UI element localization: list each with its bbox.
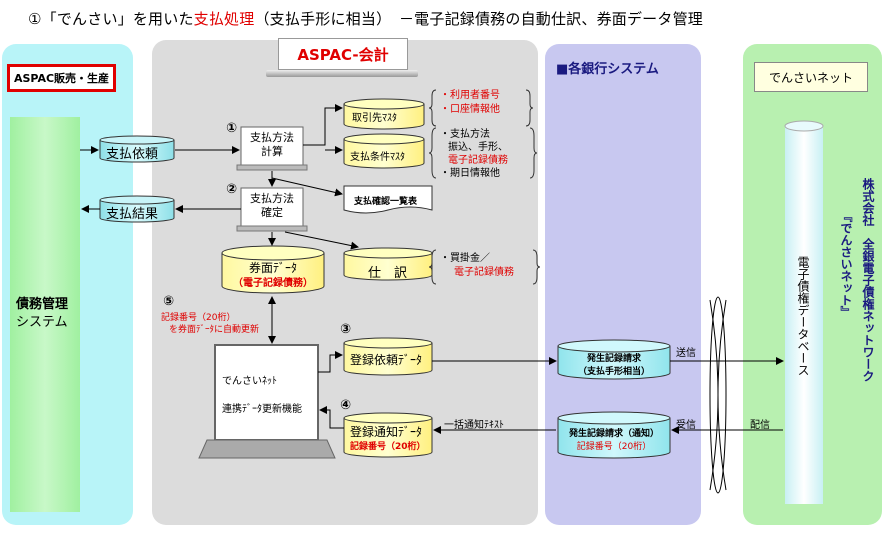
step5-number: ⑤: [163, 294, 175, 309]
laptop-label: でんさいﾈｯﾄ 連携ﾃﾞｰﾀ更新機能: [222, 368, 302, 424]
arrow-step2-to-journal: [284, 231, 359, 250]
pay-result-cylinder: [99, 195, 175, 223]
journal-bracket-r: [532, 249, 541, 285]
bank-title: ■各銀行システム: [556, 62, 659, 77]
deliver-label: 配信: [750, 420, 770, 431]
laptop: [198, 344, 336, 459]
step2-label: 支払方法 確定: [246, 192, 298, 220]
laptop-line2: 連携ﾃﾞｰﾀ更新機能: [222, 404, 302, 415]
bank-notice-cylinder: [557, 411, 671, 459]
confirm-list-label: 支払確認一覧表: [354, 197, 418, 207]
payterm-bracket-r: [529, 127, 538, 179]
arrow-step1-to-masters: [303, 104, 343, 146]
vendor-bracket: [428, 89, 437, 127]
payterm-bracket: [428, 127, 437, 179]
confirm-list-doc: [343, 185, 433, 214]
journal-cylinder: [343, 247, 433, 281]
face-data-cylinder: [221, 245, 325, 294]
debt-system-line2: システム: [16, 315, 68, 330]
debt-system-box: [10, 117, 80, 512]
step1-monitor: [236, 126, 308, 171]
payterm-note1: ・支払方法: [440, 129, 490, 140]
reg-request-label: 登録依頼ﾃﾞｰﾀ: [350, 353, 423, 367]
journal-bracket: [428, 249, 437, 285]
step4-number: ④: [340, 398, 352, 413]
densai-db-label: 電子債権データベース: [796, 256, 810, 376]
step1-line1: 支払方法: [250, 131, 294, 144]
densai-db-column: [785, 126, 823, 504]
journal-note1: ・買掛金／: [440, 253, 490, 264]
debt-system-line1: 債務管理: [16, 297, 69, 312]
densai-org-line1: 株式会社 全銀電子債権ネットワーク: [861, 178, 875, 382]
densai-org-line2: 『でんさいネット』: [839, 210, 853, 318]
step2-line2: 確定: [261, 206, 283, 219]
reg-notice-line1: 登録通知ﾃﾞｰﾀ: [350, 425, 423, 439]
send-label: 送信: [676, 348, 696, 359]
reg-notice-line2: 記録番号（20桁）: [350, 442, 426, 452]
bank-request-cylinder: [557, 339, 671, 380]
payterm-note3: 電子記録債務: [448, 155, 508, 166]
face-data-line2: （電子記録債務）: [233, 278, 313, 289]
aspac-sales-tag: ASPAC販売・生産: [7, 64, 116, 92]
aspac-sign-label: ASPAC-会計: [297, 45, 389, 64]
bulk-text-label: 一括通知ﾃｷｽﾄ: [444, 420, 504, 431]
title-highlight: 支払処理: [193, 10, 255, 28]
title-prefix: ①「でんさい」を用いた: [28, 10, 194, 28]
debt-system-label: 債務管理 システム: [16, 296, 68, 332]
diagram-title: ①「でんさい」を用いた支払処理（支払手形に相当） －電子記録債務の自動仕訳、券面…: [28, 8, 703, 29]
title-suffix: （支払手形に相当） －電子記録債務の自動仕訳、券面データ管理: [254, 10, 703, 28]
journal-label: 仕 訳: [368, 266, 408, 281]
laptop-line1: でんさいﾈｯﾄ: [222, 376, 277, 387]
densai-tag: でんさいネット: [754, 62, 868, 92]
step1-line2: 計算: [261, 145, 283, 158]
arrow-laptop-to-request: [318, 351, 343, 373]
bank-notice-line1: 発生記録請求（通知）: [568, 429, 659, 439]
payterm-note4: ・期日情報他: [440, 168, 500, 179]
bank-notice-line2: 記録番号（20桁）: [576, 442, 652, 452]
step5-note: 記録番号（20桁） を券面ﾃﾞｰﾀに自動更新: [161, 312, 259, 336]
payterm-master-cylinder: [343, 133, 425, 169]
payterm-note: ・支払方法 振込、手形、 電子記録債務 ・期日情報他: [440, 128, 508, 180]
aspac-sign-base: [266, 70, 418, 77]
step2-line1: 支払方法: [250, 192, 294, 205]
step5-line2: を券面ﾃﾞｰﾀに自動更新: [169, 325, 260, 335]
densai-db-top: [784, 120, 824, 132]
densai-tag-label: でんさいネット: [768, 70, 853, 85]
arrow-step1-to-confirm: [271, 177, 343, 197]
face-data-label: 券面ﾃﾞｰﾀ （電子記録債務）: [224, 260, 322, 292]
step1-label: 支払方法 計算: [246, 131, 298, 159]
pay-result-label: 支払結果: [106, 207, 159, 222]
face-data-line1: 券面ﾃﾞｰﾀ: [248, 261, 297, 275]
journal-note: ・買掛金／ 電子記録債務: [440, 252, 514, 280]
bank-request-line1: 発生記録請求: [586, 354, 641, 364]
step2-number: ②: [226, 182, 238, 197]
vendor-note: ・利用者番号 ・口座情報他: [440, 89, 500, 117]
payterm-note2: 振込、手形、: [448, 142, 508, 153]
bank-notice-label: 発生記録請求（通知） 記録番号（20桁）: [560, 428, 668, 454]
pay-request-label: 支払依頼: [106, 147, 159, 162]
receive-label: 受信: [676, 420, 696, 431]
vendor-note2: ・口座情報他: [440, 104, 500, 115]
step5-line1: 記録番号（20桁）: [161, 313, 236, 323]
bank-request-line2: （支払手形相当）: [577, 367, 650, 377]
step3-number: ③: [340, 322, 352, 337]
step1-number: ①: [226, 121, 238, 136]
bank-request-label: 発生記録請求 （支払手形相当）: [560, 353, 668, 379]
reg-notice-label: 登録通知ﾃﾞｰﾀ 記録番号（20桁）: [350, 425, 426, 455]
vendor-note1: ・利用者番号: [440, 90, 500, 101]
reg-request-cylinder: [343, 337, 433, 376]
journal-note2: 電子記録債務: [454, 267, 514, 278]
payterm-master-label: 支払条件ﾏｽﾀ: [350, 152, 405, 163]
network-ellipses: [709, 296, 727, 494]
step2-monitor: [236, 187, 308, 232]
vendor-bracket-r: [525, 89, 534, 127]
aspac-sign: ASPAC-会計: [278, 38, 408, 70]
pay-request-cylinder: [99, 135, 175, 163]
aspac-sales-tag-label: ASPAC販売・生産: [13, 72, 110, 85]
vendor-master-label: 取引先ﾏｽﾀ: [352, 113, 397, 124]
vendor-master-cylinder: [343, 98, 425, 130]
arrow-notice-to-laptop: [319, 406, 344, 429]
reg-notice-cylinder: [343, 412, 433, 458]
